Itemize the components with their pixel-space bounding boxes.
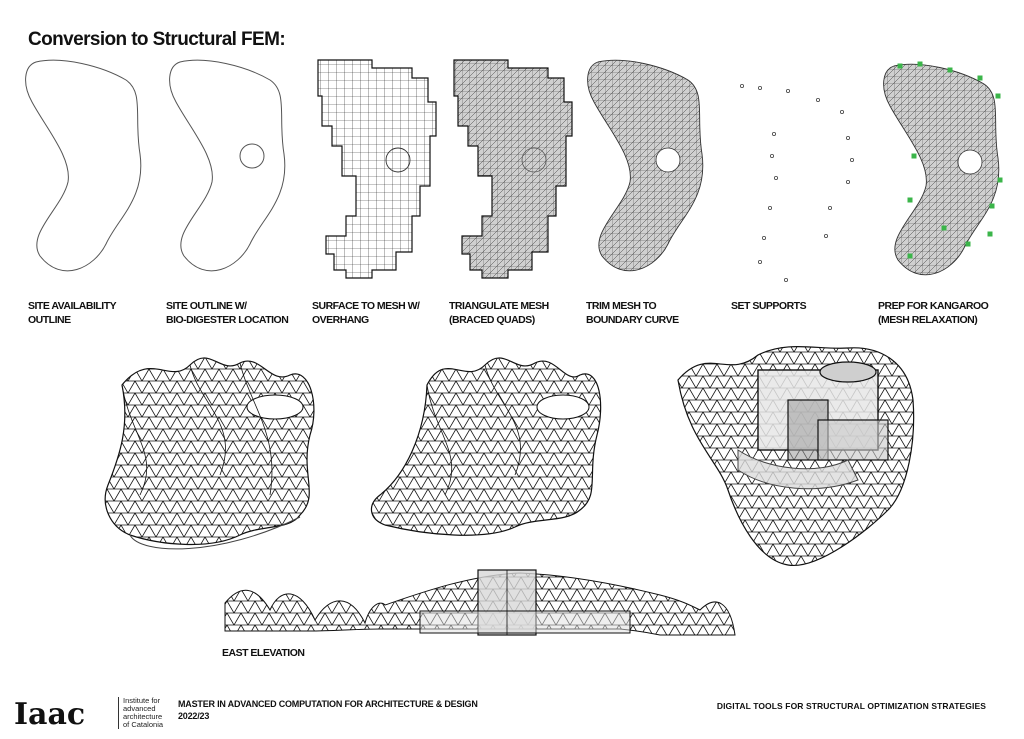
support-point bbox=[824, 233, 829, 238]
anchor-marker bbox=[997, 177, 1003, 183]
anchor-marker bbox=[907, 253, 913, 259]
step-caption-5: TRIM MESH TO BOUNDARY CURVE bbox=[586, 300, 679, 326]
support-point bbox=[768, 205, 773, 210]
support-point bbox=[846, 136, 851, 141]
east-elevation-drawing bbox=[224, 569, 736, 636]
mesh-building-drawing bbox=[677, 346, 915, 566]
support-point bbox=[846, 180, 851, 185]
quad-mesh-drawing bbox=[317, 59, 437, 279]
support-point bbox=[757, 85, 762, 90]
support-point bbox=[816, 98, 821, 103]
support-point bbox=[770, 154, 775, 159]
step-caption-1: SITE AVAILABILITY OUTLINE bbox=[28, 300, 117, 326]
anchor-marker bbox=[911, 153, 917, 159]
anchor-marker bbox=[917, 61, 923, 67]
support-point bbox=[784, 277, 789, 282]
program-year: 2022/23 bbox=[178, 711, 210, 721]
anchor-marker bbox=[907, 197, 913, 203]
iaac-logo-mark: Iaac bbox=[14, 697, 85, 732]
step-caption-3: SURFACE TO MESH W/ OVERHANG bbox=[312, 300, 420, 326]
anchor-marker bbox=[977, 75, 983, 81]
support-point bbox=[828, 205, 833, 210]
support-point bbox=[739, 83, 744, 88]
step-caption-6: SET SUPPORTS bbox=[731, 300, 807, 312]
step-surface-mesh bbox=[312, 56, 452, 286]
tri-mesh-drawing bbox=[453, 59, 573, 279]
east-elevation-view bbox=[220, 565, 745, 650]
relaxed-mesh-drawing-2 bbox=[371, 357, 602, 536]
program-title: MASTER IN ADVANCED COMPUTATION FOR ARCHI… bbox=[178, 698, 478, 722]
step-trim-mesh bbox=[584, 56, 724, 286]
step-digester-location bbox=[166, 56, 306, 286]
support-point bbox=[762, 235, 767, 240]
page-title: Conversion to Structural FEM: bbox=[28, 29, 286, 50]
course-title: DIGITAL TOOLS FOR STRUCTURAL OPTIMIZATIO… bbox=[716, 701, 986, 711]
digester-circle bbox=[239, 143, 265, 169]
support-point bbox=[772, 132, 777, 137]
mesh-with-building-view bbox=[668, 340, 918, 575]
site-outline-drawing bbox=[25, 59, 142, 272]
kangaroo-mesh-drawing bbox=[883, 61, 1003, 276]
digester-outline-drawing bbox=[169, 59, 286, 272]
anchor-marker bbox=[995, 93, 1001, 99]
support-point bbox=[850, 158, 855, 163]
step-triangulate-mesh bbox=[448, 56, 588, 286]
support-point bbox=[840, 110, 845, 115]
anchor-marker bbox=[897, 63, 903, 69]
elevation-label: EAST ELEVATION bbox=[222, 647, 305, 659]
anchor-marker bbox=[947, 67, 953, 73]
anchor-marker bbox=[989, 203, 995, 209]
iaac-logo: Iaac bbox=[14, 697, 114, 737]
anchor-marker bbox=[941, 225, 947, 231]
supports-drawing bbox=[739, 83, 855, 282]
institute-name: Institute for advanced architecture of C… bbox=[118, 697, 183, 729]
support-point bbox=[786, 89, 791, 94]
trimmed-mesh-drawing bbox=[587, 59, 704, 272]
relaxed-mesh-view-2 bbox=[365, 345, 615, 550]
program-line-1: MASTER IN ADVANCED COMPUTATION FOR ARCHI… bbox=[178, 699, 478, 709]
support-point bbox=[774, 176, 779, 181]
step-caption-4: TRIANGULATE MESH (BRACED QUADS) bbox=[449, 300, 549, 326]
anchor-marker bbox=[965, 241, 971, 247]
relaxed-mesh-view-1 bbox=[100, 345, 350, 565]
step-caption-7: PREP FOR KANGAROO (MESH RELAXATION) bbox=[878, 300, 989, 326]
step-set-supports bbox=[730, 56, 870, 286]
iaac-logo-text: Iaac bbox=[14, 698, 85, 732]
step-caption-2: SITE OUTLINE W/ BIO-DIGESTER LOCATION bbox=[166, 300, 289, 326]
anchor-marker bbox=[987, 231, 993, 237]
step-kangaroo-prep bbox=[880, 56, 1020, 286]
step-site-outline bbox=[22, 56, 162, 286]
relaxed-mesh-drawing-1 bbox=[104, 357, 315, 550]
support-point bbox=[757, 259, 762, 264]
